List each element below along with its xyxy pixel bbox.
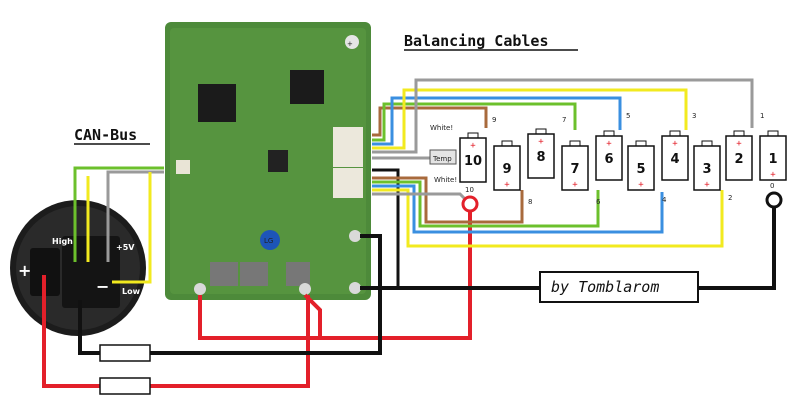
black-resistor-to-board — [150, 234, 382, 355]
mount-hole — [345, 35, 359, 49]
cell-3: 3+ — [693, 140, 721, 191]
cell-5: 5+ — [627, 140, 655, 191]
power-pad-b2 — [349, 282, 361, 294]
bottom-wire-label: 4 — [662, 196, 667, 204]
temp-sensor — [429, 149, 457, 165]
cell-8: 8+ — [527, 128, 555, 179]
resistor-black — [99, 344, 151, 362]
bottom-wire-label: 6 — [596, 198, 601, 206]
cell-number: 6 — [604, 152, 613, 167]
power-pad-right — [299, 283, 311, 295]
red-to-cell10 — [320, 204, 472, 340]
red-to-resistor — [42, 275, 100, 388]
wire-2-yellow — [372, 188, 724, 248]
cell-number: 3 — [702, 162, 711, 177]
cell-number: 8 — [536, 150, 545, 165]
capacitor — [260, 230, 280, 250]
svg-text:+: + — [770, 170, 776, 180]
plus5v-label: +5V — [116, 243, 135, 252]
cell-1: 1+ — [759, 130, 787, 181]
cell-number: 10 — [464, 154, 482, 169]
top-wire-label: 7 — [562, 116, 566, 124]
black-to-cell1 — [698, 204, 776, 290]
cell-stack: 10+9+8+7+6+5+4+3+2+1+ — [459, 128, 787, 191]
wire-8-brown — [372, 176, 524, 224]
terminal-10-label: 10 — [465, 186, 474, 194]
svg-text:+: + — [538, 137, 544, 147]
red-resistor-to-board — [150, 295, 310, 388]
cell-10: 10 + — [459, 132, 487, 183]
can-low-wire — [112, 172, 152, 284]
wire-3-yellow — [372, 88, 688, 150]
wire-6-green — [372, 180, 600, 228]
balance-connector-bottom — [333, 168, 363, 198]
svg-text:+: + — [672, 139, 678, 149]
svg-text:+: + — [504, 180, 510, 190]
terminal-10 — [461, 195, 479, 213]
black-balance-wire — [372, 168, 400, 288]
terminal-0 — [765, 191, 783, 209]
bottom-wire-label: 2 — [728, 194, 732, 202]
wire-4-blue — [372, 184, 664, 234]
wire-numbers: 9 7 5 3 1 8 6 4 2 — [492, 112, 764, 206]
capacitor-label: LG — [264, 237, 273, 245]
wire-9-brown — [372, 106, 488, 137]
black-to-resistor — [78, 300, 100, 355]
cell-number: 4 — [670, 152, 679, 167]
mount-hole-plus: + — [347, 40, 353, 48]
bms-board: LG + — [165, 22, 371, 300]
svg-text:+: + — [606, 139, 612, 149]
connector-plus-label: + — [18, 261, 31, 280]
can-bus-title: CAN-Bus — [74, 126, 137, 144]
cell-9: 9+ — [493, 140, 521, 191]
cell-number: 9 — [502, 162, 511, 177]
white-note-top: White! — [430, 124, 453, 132]
red-power-loop — [198, 293, 322, 340]
can-high-label: High — [52, 237, 73, 246]
cell-number: 5 — [636, 162, 645, 177]
white-note-bottom: White! — [434, 176, 457, 184]
svg-text:+: + — [572, 180, 578, 190]
credit-text: by Tomblarom — [551, 278, 659, 296]
top-wire-label: 9 — [492, 116, 496, 124]
top-wire-label: 3 — [692, 112, 696, 120]
cell-7: 7+ — [561, 140, 589, 191]
bottom-wire-label: 8 — [528, 198, 532, 206]
svg-text:+: + — [704, 180, 710, 190]
top-wire-label: 1 — [760, 112, 764, 120]
svg-text:+: + — [470, 141, 476, 151]
cell-2: 2+ — [725, 130, 753, 181]
plus5v-wire — [106, 170, 164, 262]
balancing-cables-title: Balancing Cables — [404, 32, 549, 50]
can-high-wire — [73, 166, 164, 262]
top-wire-label: 5 — [626, 112, 630, 120]
cell-6: 6+ — [595, 130, 623, 181]
cell-4: 4+ — [661, 130, 689, 181]
wire-7-green — [372, 102, 577, 142]
credit-box — [539, 271, 699, 303]
svg-text:+: + — [638, 180, 644, 190]
cell-number: 7 — [570, 162, 579, 177]
balance-connector-top — [333, 127, 363, 167]
wire-5-blue — [372, 96, 622, 146]
svg-text:+: + — [736, 139, 742, 149]
cell-number: 2 — [734, 152, 743, 167]
cell-number: 1 — [768, 152, 777, 167]
temp-label: Temp — [432, 155, 452, 163]
resistor-red — [99, 377, 151, 395]
power-pad-b1 — [349, 230, 361, 242]
terminal-0-label: 0 — [770, 182, 774, 190]
power-pad-left — [194, 283, 206, 295]
connector-minus-label: − — [96, 277, 109, 296]
wire-1-gray — [372, 78, 754, 154]
can-low-label: Low — [122, 287, 141, 296]
